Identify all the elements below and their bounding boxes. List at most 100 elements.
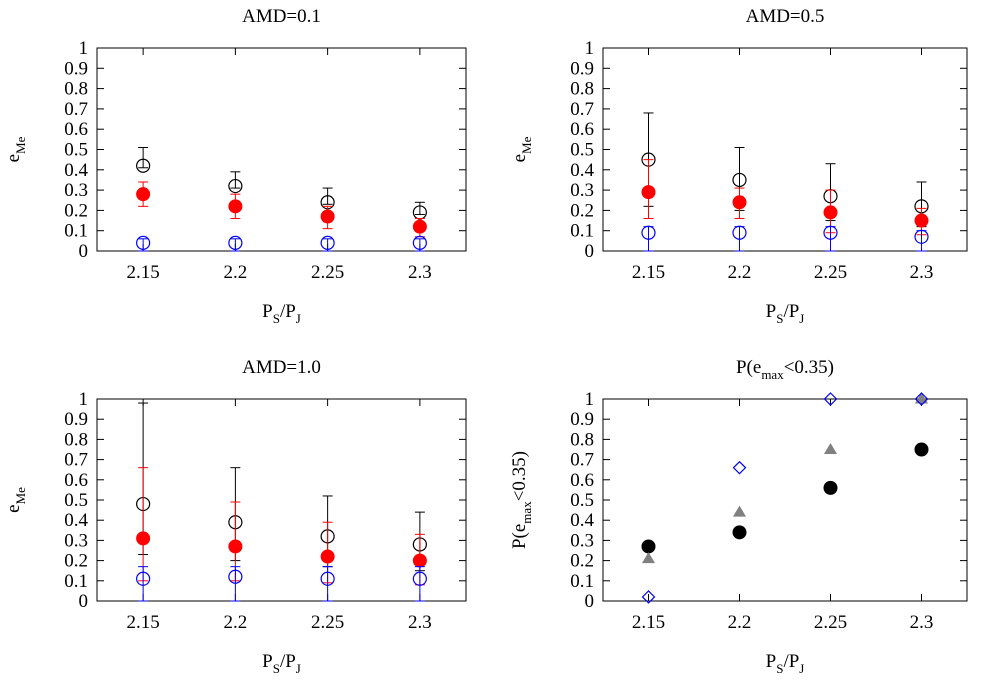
data-point [228,199,243,214]
series-2 [136,181,427,238]
data-point [641,225,656,240]
y-tick-label: 0.5 [570,140,594,161]
x-tick-label: 2.3 [408,262,432,283]
data-point [914,392,929,406]
data-point [823,392,838,406]
y-tick-label: 0.7 [64,99,88,120]
x-axis-label: PS/PJ [766,301,805,326]
data-point [136,235,151,250]
series-2 [642,392,928,564]
y-tick-label: 0.6 [570,119,594,140]
y-tick-label: 0.8 [570,429,594,450]
x-axis-label: PS/PJ [766,651,805,676]
data-point [823,205,838,220]
x-tick-label: 2.15 [632,262,665,283]
series-2 [136,467,427,586]
x-tick-label: 2.25 [814,262,847,283]
x-tick-label: 2.25 [814,612,847,633]
data-point [732,225,747,240]
y-tick-label: 0.6 [64,470,88,491]
data-point [228,178,243,194]
data-point [320,209,335,224]
series-1 [136,402,427,572]
data-point [320,549,335,564]
y-tick-label: 0.9 [64,409,88,430]
y-tick-label: 0.5 [64,490,88,511]
data-point [732,460,747,475]
series-1 [641,112,929,228]
y-tick-label: 0.4 [570,160,594,181]
y-tick-label: 1 [79,389,89,410]
chart-title: AMD=1.0 [242,357,321,378]
series-2 [641,159,929,236]
y-tick-label: 0.3 [64,530,88,551]
y-tick-label: 0.1 [570,221,594,242]
data-point [914,229,929,244]
y-tick-label: 0.9 [64,58,88,79]
data-point [136,187,151,202]
data-point [641,185,656,200]
y-tick-label: 0.8 [64,79,88,100]
y-tick-label: 0 [585,241,595,262]
x-tick-label: 2.3 [910,612,934,633]
data-point [641,539,656,554]
series-3 [641,392,929,604]
data-point [320,571,335,586]
x-axis-label: PS/PJ [262,301,301,326]
x-tick-label: 2.2 [728,612,752,633]
data-point [915,392,928,404]
data-point [732,172,747,188]
data-point [228,539,243,554]
series-3 [641,225,929,252]
y-tick-label: 0.7 [570,450,594,471]
y-axis-label: eMe [3,136,28,162]
x-tick-label: 2.2 [224,262,248,283]
data-point [228,235,243,250]
x-tick-label: 2.15 [127,612,160,633]
x-tick-label: 2.3 [910,262,934,283]
data-point [641,590,656,604]
x-tick-label: 2.2 [224,612,248,633]
x-tick-label: 2.3 [408,612,432,633]
data-point [412,219,427,234]
y-tick-label: 0.3 [570,180,594,201]
chart-title: AMD=0.1 [242,6,321,27]
data-point [412,571,427,586]
y-tick-label: 0.2 [64,200,88,221]
y-tick-label: 0.4 [64,510,88,531]
plot-frame [96,398,467,602]
data-point [412,553,427,568]
plot-frame [602,47,968,252]
x-tick-label: 2.15 [127,262,160,283]
data-point [412,235,427,250]
y-tick-label: 0 [79,241,89,262]
y-tick-label: 0.4 [570,510,594,531]
y-axis-label: eMe [509,136,534,162]
series-1 [641,442,929,554]
y-tick-label: 0.3 [570,530,594,551]
data-point [823,225,838,240]
data-point [320,235,335,250]
data-point [136,531,151,546]
plot-frame [602,398,968,602]
x-tick-label: 2.15 [632,612,665,633]
chart-title: P(emax<0.35) [736,357,834,382]
plot-frame [96,47,467,252]
x-tick-label: 2.25 [311,612,344,633]
chart-title: AMD=0.5 [746,6,825,27]
y-tick-label: 0.5 [64,140,88,161]
y-tick-label: 0 [585,591,595,612]
data-point [136,571,151,586]
y-axis-label: P(emax<0.35) [509,451,534,549]
data-point [136,158,151,173]
y-tick-label: 0.1 [64,221,88,242]
y-tick-label: 0.4 [64,160,88,181]
series-3 [136,566,427,602]
y-tick-label: 0.6 [570,470,594,491]
data-point [732,525,747,540]
y-tick-label: 0.2 [570,200,594,221]
data-point [823,480,838,495]
